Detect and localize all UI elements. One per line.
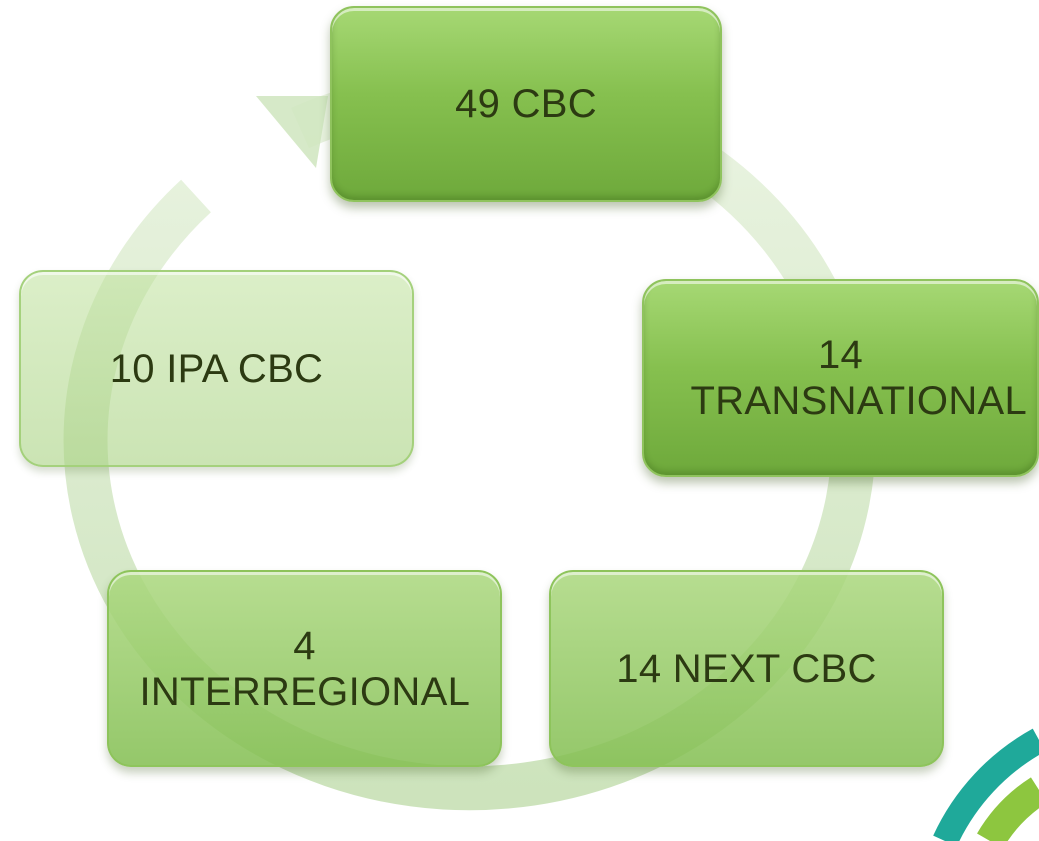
cycle-node-4-interregional: 4 INTERREGIONAL bbox=[107, 570, 502, 767]
node-label: 10 IPA CBC bbox=[109, 346, 324, 391]
node-label: 14 NEXT CBC bbox=[616, 646, 877, 691]
cycle-node-49-cbc: 49 CBC bbox=[330, 6, 722, 202]
ring-arrowhead bbox=[256, 96, 328, 168]
cycle-node-10-ipa-cbc: 10 IPA CBC bbox=[19, 270, 414, 467]
node-label: 49 CBC bbox=[455, 82, 597, 126]
node-label: 4 INTERREGIONAL bbox=[139, 623, 471, 714]
cycle-node-14-next-cbc: 14 NEXT CBC bbox=[549, 570, 944, 767]
node-label: 14 TRANSNATIONAL bbox=[690, 333, 1028, 423]
cycle-node-14-transnational: 14 TRANSNATIONAL bbox=[642, 279, 1039, 477]
